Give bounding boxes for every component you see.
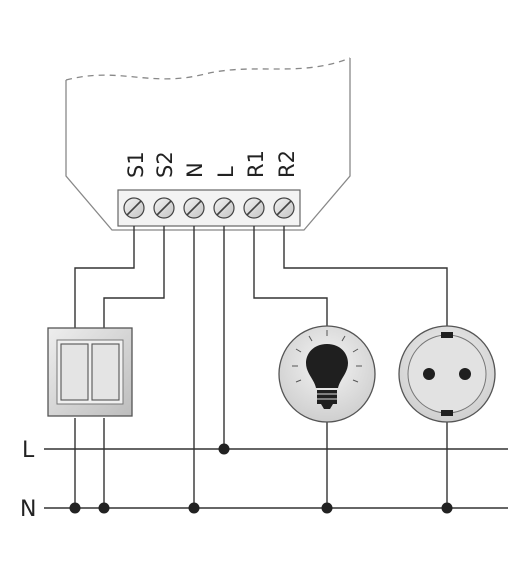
terminal-screws (123, 197, 295, 219)
terminal-label-s1: S1 (124, 151, 148, 178)
screw-s2 (153, 197, 175, 219)
terminal-label-n: N (183, 162, 207, 178)
terminal-label-l: L (214, 166, 238, 178)
junction-dot (218, 443, 230, 455)
wire-s2 (103, 226, 165, 328)
terminal-label-r1: R1 (244, 150, 268, 178)
junction-dot (69, 502, 81, 514)
module-cut-edge (65, 57, 351, 81)
rocker-right (91, 343, 120, 401)
module-outline (65, 58, 351, 231)
wire-r1 (253, 226, 328, 330)
wire-s1 (74, 226, 135, 328)
socket-pin-hole-left (423, 368, 435, 380)
screw-r1 (243, 197, 265, 219)
socket-earth-clip-bottom (441, 410, 453, 416)
bulb-base (317, 390, 337, 404)
junction-dot (98, 502, 110, 514)
screw-n (183, 197, 205, 219)
wires (74, 226, 448, 508)
screw-l (213, 197, 235, 219)
terminal-block (117, 189, 301, 227)
bulb-rays (292, 330, 362, 383)
double-rocker-switch (47, 327, 133, 417)
socket-pin-hole-right (459, 368, 471, 380)
socket-earth-clip-top (441, 332, 453, 338)
rocker-left (60, 343, 89, 401)
junction-dot (188, 502, 200, 514)
junction-dot (441, 502, 453, 514)
power-socket-icon (398, 325, 496, 423)
terminal-label-s2: S2 (153, 151, 177, 178)
junction-dots (69, 443, 453, 514)
screw-r2 (273, 197, 295, 219)
live-rail-label: L (22, 438, 35, 463)
light-bulb-icon (278, 325, 376, 423)
terminal-label-r2: R2 (275, 150, 299, 178)
screw-s1 (123, 197, 145, 219)
neutral-rail-label: N (20, 497, 36, 522)
relay-module: S1 S2 N L R1 R2 (65, 57, 351, 231)
bulb-glass (306, 344, 348, 388)
wire-r2 (283, 226, 448, 330)
junction-dot (321, 502, 333, 514)
power-rails: L N (20, 438, 508, 522)
